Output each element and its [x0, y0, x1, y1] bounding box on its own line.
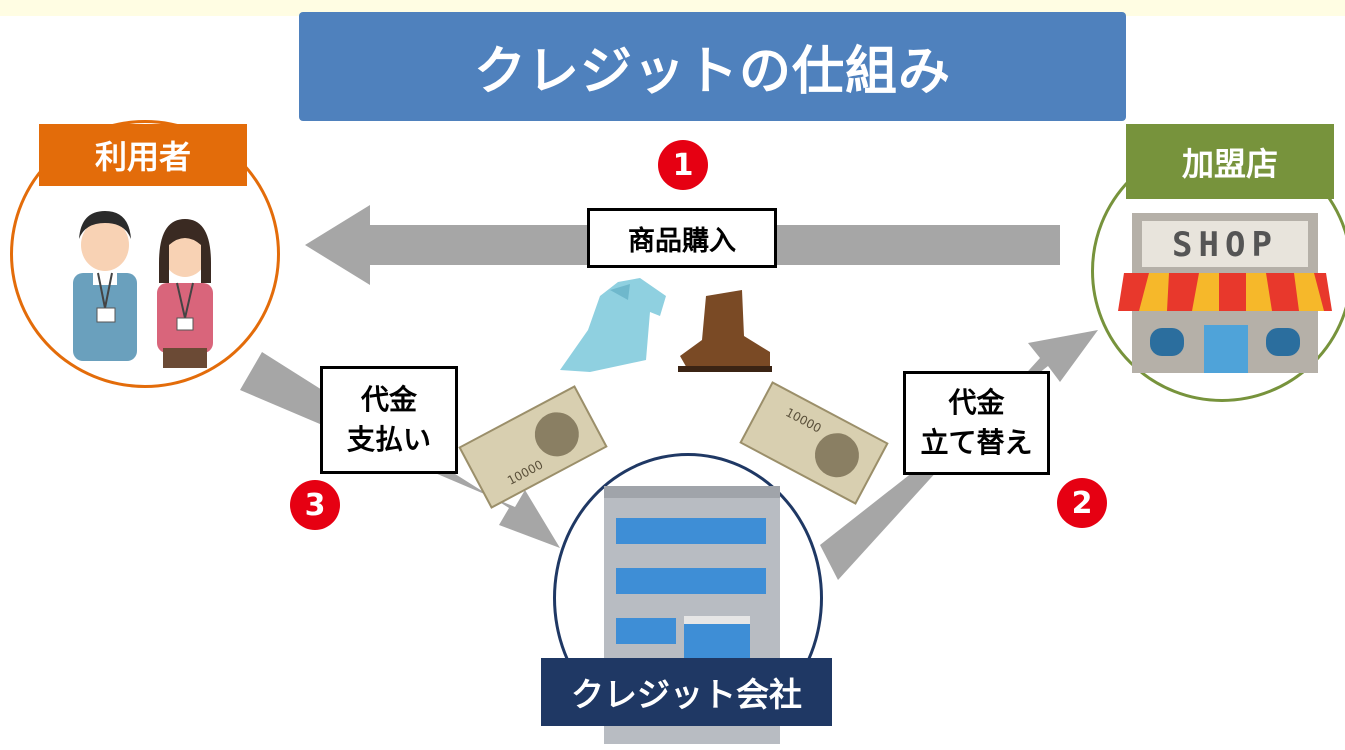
step-2-line2: 立て替え	[920, 426, 1033, 459]
arrow-advance	[820, 330, 1098, 580]
step-2-label: 代金 立て替え	[903, 371, 1050, 475]
user-label: 利用者	[39, 124, 247, 186]
step-3-number: 3	[290, 480, 340, 530]
step-1-label: 商品購入	[587, 208, 777, 268]
banknote-icon-right: 10000	[739, 381, 889, 505]
shop-icon: SHOP	[1118, 213, 1332, 373]
step-3-line1: 代金	[360, 383, 417, 416]
step-1-number: 1	[658, 140, 708, 190]
step-3-line2: 支払い	[346, 423, 431, 456]
page-title: クレジットの仕組み	[299, 12, 1126, 121]
step-1-text: 商品購入	[628, 225, 736, 257]
step-2-number: 2	[1057, 478, 1107, 528]
boot-icon	[678, 290, 772, 372]
dress-icon	[560, 278, 666, 372]
step-2-line1: 代金	[948, 386, 1005, 419]
company-label: クレジット会社	[541, 658, 832, 726]
shop-sign-text: SHOP	[1172, 225, 1278, 265]
people-icon	[73, 211, 213, 368]
goods-illustrations: 10000 10000	[458, 278, 889, 509]
step-3-label: 代金 支払い	[320, 366, 458, 474]
shop-label: 加盟店	[1126, 124, 1334, 199]
banknote-icon-left: 10000	[458, 385, 608, 509]
